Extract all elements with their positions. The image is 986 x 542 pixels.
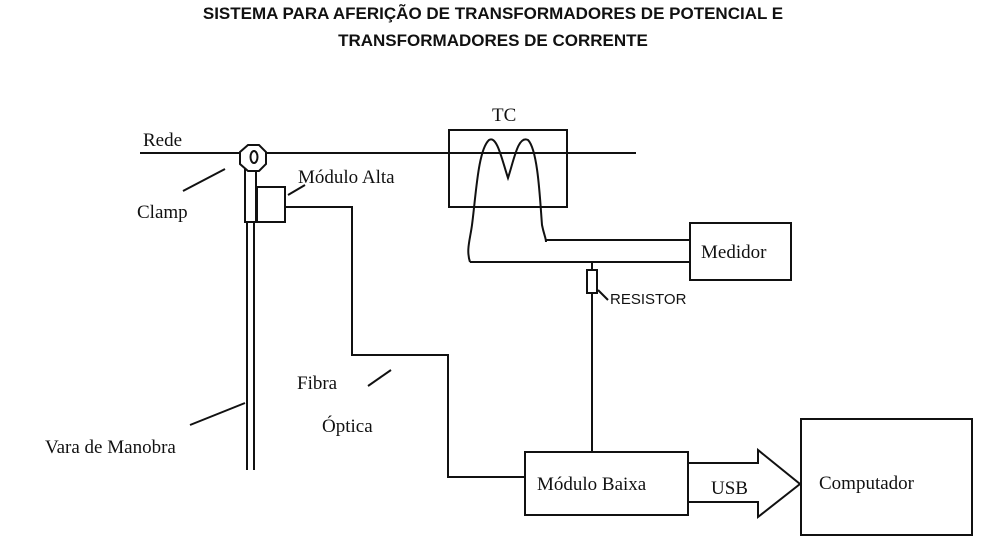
medidor-box bbox=[689, 222, 792, 281]
computador-label: Computador bbox=[819, 473, 915, 494]
rede-label: Rede bbox=[143, 130, 182, 151]
title-line-1: SISTEMA PARA AFERIÇÃO DE TRANSFORMADORES… bbox=[202, 4, 784, 23]
modulo-baixa-box bbox=[524, 451, 689, 516]
tc-box bbox=[448, 129, 568, 208]
fibra-label: Fibra bbox=[297, 373, 338, 394]
resistor-icon bbox=[586, 269, 598, 294]
vara-leader bbox=[189, 402, 246, 426]
title-line-2: TRANSFORMADORES DE CORRENTE bbox=[338, 31, 648, 50]
tc-coil bbox=[467, 138, 547, 263]
modulo-alta-box bbox=[256, 186, 286, 223]
vara-label: Vara de Manobra bbox=[45, 437, 176, 458]
clamp-hole bbox=[249, 150, 259, 164]
fiber-optic-line bbox=[285, 206, 525, 478]
usb-label: USB bbox=[711, 478, 748, 499]
pole-top bbox=[244, 167, 257, 223]
medidor-label: Medidor bbox=[701, 242, 767, 263]
modulo-alta-leader bbox=[287, 184, 306, 196]
tc-label: TC bbox=[492, 105, 516, 126]
modulo-alta-label: Módulo Alta bbox=[298, 167, 395, 188]
computador-box bbox=[800, 418, 973, 536]
fibra-leader bbox=[367, 369, 392, 387]
clamp-label: Clamp bbox=[137, 202, 188, 223]
clamp-leader bbox=[182, 168, 226, 192]
clamp-icon bbox=[239, 144, 267, 172]
resistor-leader bbox=[597, 289, 609, 301]
optica-label: Óptica bbox=[322, 415, 373, 437]
modulo-baixa-label: Módulo Baixa bbox=[537, 474, 647, 495]
resistor-label: RESISTOR bbox=[610, 291, 687, 308]
